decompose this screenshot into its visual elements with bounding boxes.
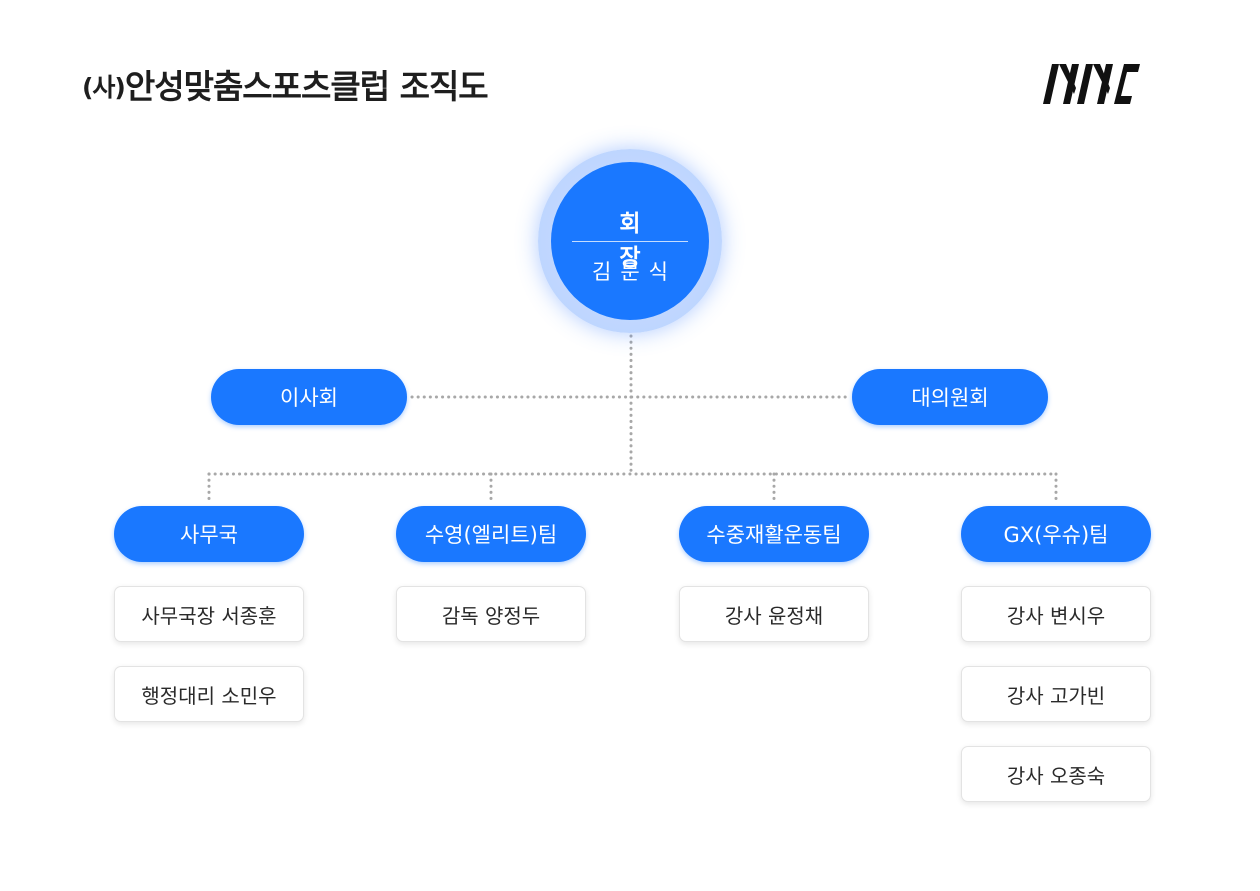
- member-card: 강사 변시우: [961, 586, 1151, 642]
- delegates-council-node: 대의원회: [852, 369, 1048, 425]
- member-card: 강사 고가빈: [961, 666, 1151, 722]
- member-card: 강사 오종숙: [961, 746, 1151, 802]
- president-role: 회장: [619, 211, 687, 271]
- dept-node-swim-elite: 수영(엘리트)팀: [396, 506, 586, 562]
- board-of-directors-node: 이사회: [211, 369, 407, 425]
- president-node: 회장 김문식: [551, 162, 709, 320]
- president-divider: [572, 241, 688, 242]
- member-card: 강사 윤정채: [679, 586, 869, 642]
- dept-node-aqua-rehab: 수중재활운동팀: [679, 506, 869, 562]
- title-text: 안성맞춤스포츠클럽 조직도: [124, 67, 489, 106]
- member-card: 사무국장 서종훈: [114, 586, 304, 642]
- member-card: 감독 양정두: [396, 586, 586, 642]
- president-name: 김문식: [592, 260, 677, 284]
- member-card: 행정대리 소민우: [114, 666, 304, 722]
- dept-node-gx-wushu: GX(우슈)팀: [961, 506, 1151, 562]
- title-prefix: (사): [82, 73, 126, 102]
- club-logo: [1043, 64, 1140, 104]
- dept-node-secretariat: 사무국: [114, 506, 304, 562]
- page-title: (사)안성맞춤스포츠클럽 조직도: [82, 60, 489, 108]
